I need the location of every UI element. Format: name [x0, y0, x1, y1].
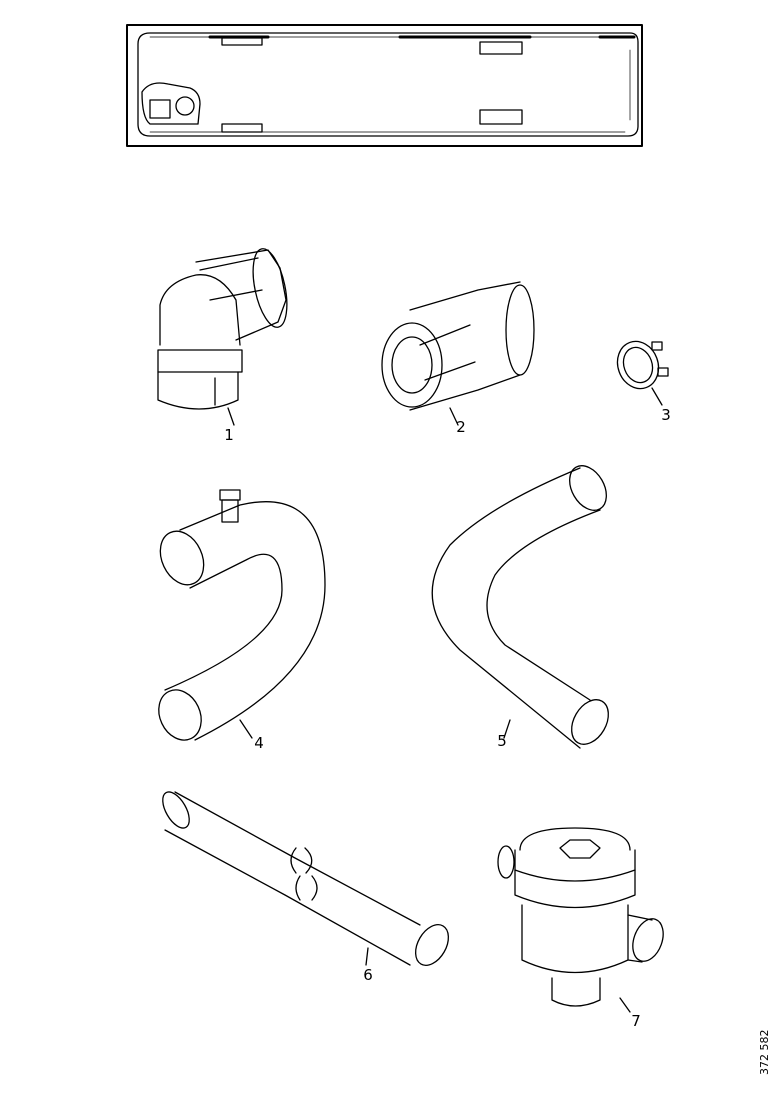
part-number-4: 4: [254, 734, 264, 752]
bent-hose-icon: [431, 465, 609, 749]
elbow-connector-icon: [157, 248, 288, 426]
straight-connector-icon: [381, 281, 535, 426]
vehicle-overview: [126, 24, 643, 147]
part-number-3: 3: [661, 406, 671, 424]
part-number-7: 7: [631, 1012, 641, 1030]
part-number-6: 6: [363, 966, 373, 984]
reference-code: 372 582: [758, 1030, 771, 1076]
straight-hose-icon: [162, 791, 450, 966]
hose-clamp-icon: [616, 340, 669, 406]
part-number-5: 5: [497, 732, 507, 750]
part-number-2: 2: [456, 418, 466, 436]
part-number-1: 1: [224, 426, 234, 444]
filter-housing-icon: [497, 827, 664, 1013]
bent-hose-with-nipple-icon: [158, 489, 326, 741]
